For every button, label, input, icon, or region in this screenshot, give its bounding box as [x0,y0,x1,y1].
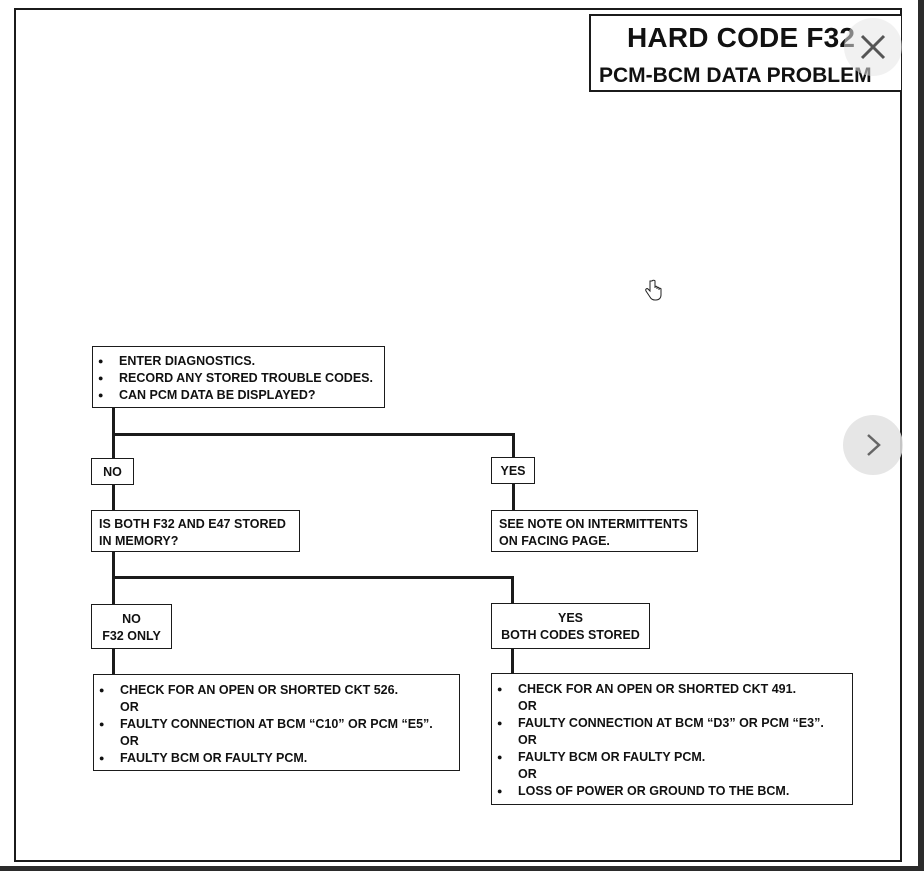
page-subtitle: PCM-BCM DATA PROBLEM [599,64,872,87]
check-item: LOSS OF POWER OR GROUND TO THE BCM. [492,783,852,800]
both-codes-label-line: BOTH CODES STORED [501,628,640,642]
f32-only-checks-box: CHECK FOR AN OPEN OR SHORTED CKT 526. OR… [93,674,460,771]
connector-line [112,649,115,674]
check-item: FAULTY BCM OR FAULTY PCM. [94,750,459,767]
check-item: CHECK FOR AN OPEN OR SHORTED CKT 526. [94,682,459,699]
f32-only-branch-label: NO F32 ONLY [91,604,172,649]
no-branch-text: NO [103,465,122,479]
or-separator: OR [518,699,537,713]
start-step-item: RECORD ANY STORED TROUBLE CODES. [93,370,384,387]
both-codes-branch-label: YES BOTH CODES STORED [491,603,650,649]
or-separator: OR [120,734,139,748]
f32-only-label-line: F32 ONLY [102,629,161,643]
question-box: IS BOTH F32 AND E47 STORED IN MEMORY? [91,510,300,552]
close-icon [860,34,886,60]
start-step-box: ENTER DIAGNOSTICS. RECORD ANY STORED TRO… [92,346,385,408]
or-separator: OR [120,700,139,714]
connector-line [112,485,115,510]
viewer-bottom-edge [0,866,924,871]
intermittents-note-box: SEE NOTE ON INTERMITTENTS ON FACING PAGE… [491,510,698,552]
connector-line [511,649,514,674]
next-image-button[interactable] [843,415,903,475]
check-item: CHECK FOR AN OPEN OR SHORTED CKT 491. [492,681,852,698]
check-item: FAULTY BCM OR FAULTY PCM. [492,749,852,766]
page-title: HARD CODE F32 [627,22,856,53]
no-branch-label: NO [91,458,134,485]
viewer-right-edge [918,0,924,871]
connector-line [512,433,515,457]
title-box: HARD CODE F32 PCM-BCM DATA PROBLEM [589,14,901,92]
connector-line [112,576,514,579]
connector-line [512,484,515,510]
check-item: FAULTY CONNECTION AT BCM “C10” OR PCM “E… [94,716,459,733]
yes-branch-text: YES [500,464,526,478]
hand-pointer-icon [645,279,662,301]
connector-line [511,576,514,603]
start-step-item: ENTER DIAGNOSTICS. [93,353,384,370]
note-line: ON FACING PAGE. [499,534,610,548]
start-step-item: CAN PCM DATA BE DISPLAYED? [93,387,384,404]
close-button[interactable] [844,18,902,76]
both-codes-checks-box: CHECK FOR AN OPEN OR SHORTED CKT 491. OR… [491,673,853,805]
connector-line [112,433,515,436]
yes-branch-label: YES [491,457,535,484]
or-separator: OR [518,767,537,781]
both-codes-label-line: YES [557,611,583,625]
note-line: SEE NOTE ON INTERMITTENTS [499,517,688,531]
f32-only-label-line: NO [122,612,141,626]
chevron-right-icon [867,434,881,456]
or-separator: OR [518,733,537,747]
question-line: IS BOTH F32 AND E47 STORED [99,517,286,531]
check-item: FAULTY CONNECTION AT BCM “D3” OR PCM “E3… [492,715,852,732]
question-line: IN MEMORY? [99,534,179,548]
